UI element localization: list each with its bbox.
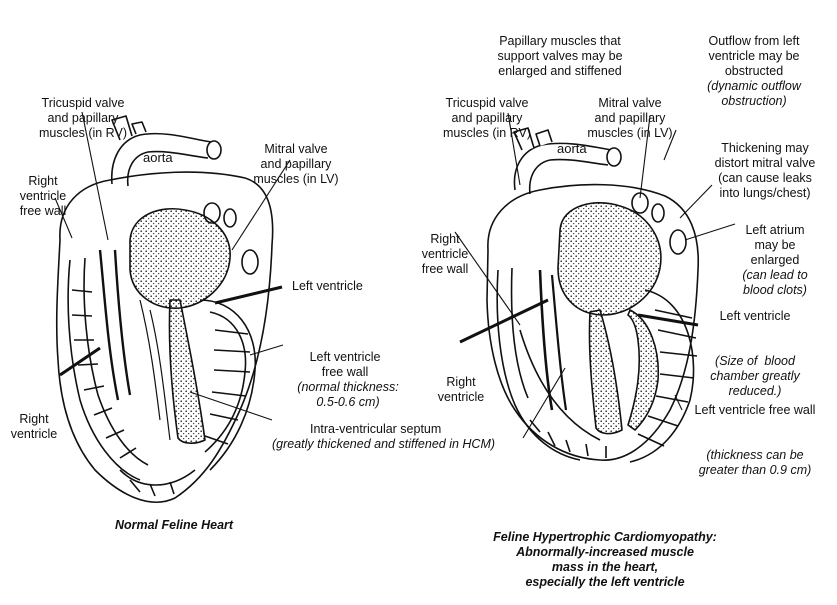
right-aorta-label: aorta bbox=[557, 141, 587, 156]
right-lv-free-wall-label: Left ventricle free wall bbox=[680, 403, 830, 418]
right-lv-label: Left ventricle bbox=[700, 309, 810, 324]
septum-label: Intra-ventricular septum bbox=[310, 422, 441, 437]
left-lv-label: Left ventricle bbox=[292, 279, 363, 294]
hcm-heart-caption: Feline Hypertrophic Cardiomyopathy:Abnor… bbox=[470, 500, 740, 605]
septum-note: (greatly thickened and stiffened in HCM) bbox=[272, 437, 495, 452]
left-lv-free-wall-note: (normal thickness:0.5-0.6 cm) bbox=[288, 350, 408, 425]
normal-heart-caption: Normal Feline Heart bbox=[100, 518, 248, 533]
left-aorta-label: aorta bbox=[143, 150, 173, 165]
normal-heart-drawing bbox=[57, 116, 273, 502]
